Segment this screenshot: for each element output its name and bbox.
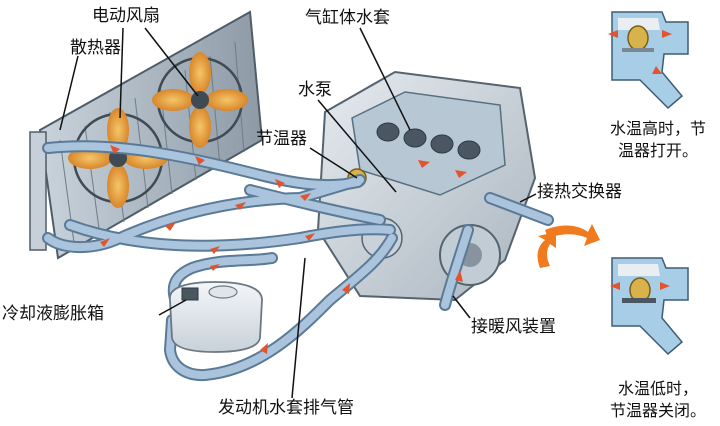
electric-fan-right	[152, 52, 248, 148]
label-electric-fan: 电动风扇	[92, 6, 160, 26]
caption-open-line2: 温器打开。	[617, 140, 698, 160]
leader-lines	[59, 27, 537, 399]
engine-block	[316, 70, 537, 302]
label-water-jacket: 气缸体水套	[305, 8, 390, 28]
label-radiator: 散热器	[70, 38, 121, 58]
inset-thermostat-closed	[610, 257, 689, 356]
label-expansion-tank: 冷却液膨胀箱	[2, 304, 104, 324]
label-water-pump: 水泵	[298, 80, 332, 100]
coolant-expansion-tank	[169, 281, 263, 353]
coolant-pipes	[42, 140, 554, 382]
hot-air-arrows	[537, 224, 600, 268]
inset-thermostat-open	[608, 11, 689, 110]
label-thermostat: 节温器	[256, 129, 307, 149]
caption-open-line1: 水温高时，节	[609, 119, 706, 138]
caption-thermostat-closed: 水温低时， 节温器关闭。	[596, 378, 720, 421]
label-heat-exchanger: 接热交换器	[537, 182, 622, 202]
flow-arrows	[100, 145, 467, 354]
label-heater: 接暖风装置	[471, 317, 556, 337]
caption-thermostat-open: 水温高时，节 温器打开。	[596, 118, 720, 161]
caption-closed-line1: 水温低时，	[617, 379, 698, 398]
label-vent-pipe: 发动机水套排气管	[218, 398, 354, 418]
caption-closed-line2: 节温器关闭。	[609, 400, 706, 420]
